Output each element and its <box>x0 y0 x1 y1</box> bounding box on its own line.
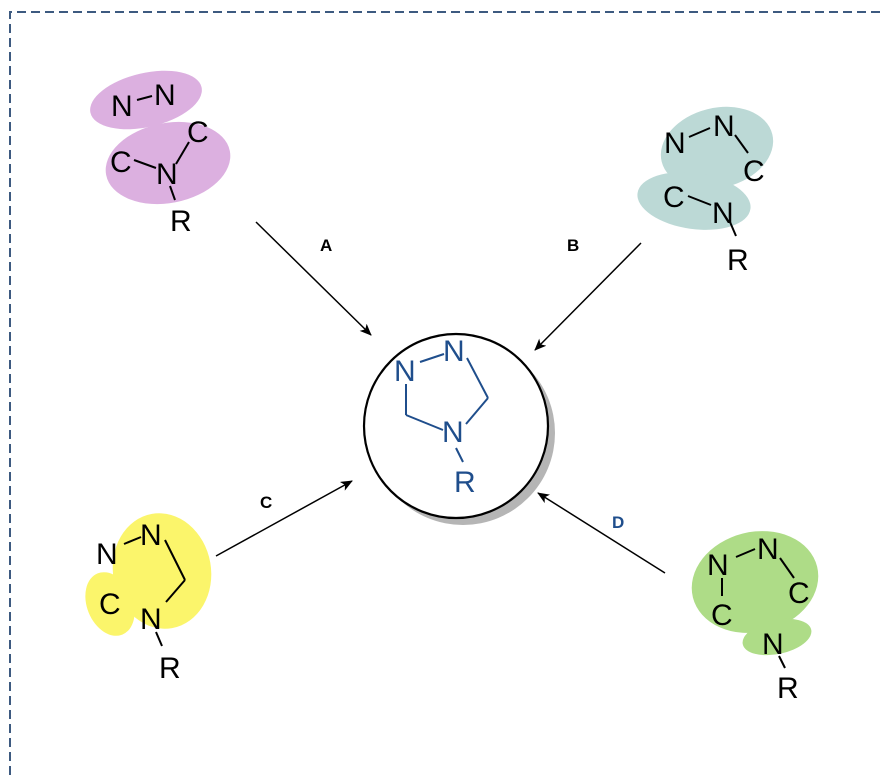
product-bond-n4-r <box>455 447 464 463</box>
product-bond-n1-n2 <box>419 353 445 363</box>
product-circle <box>362 332 550 520</box>
fragment-d-atom-n3: N <box>762 628 784 661</box>
route-label-b: B <box>567 236 579 255</box>
fragment-a-atom-r: R <box>170 205 192 238</box>
fragment-c-atom-n3: N <box>140 603 162 636</box>
fragment-d-atom-c1: C <box>711 599 733 632</box>
product-atom-n2: N <box>443 335 465 368</box>
arrow-b <box>534 242 642 351</box>
fragment-b-bond-c-n <box>687 195 712 206</box>
fragment-c-atom-n1: N <box>96 538 118 571</box>
fragment-d-atom-n2: N <box>757 533 779 566</box>
fragment-d-bond-n-r <box>778 655 786 669</box>
product-atom-r: R <box>454 466 476 499</box>
product-atom-n4: N <box>442 416 464 449</box>
fragment-b-bond-n-c <box>734 134 749 154</box>
fragment-b-blob-nnc <box>660 106 774 190</box>
fragment-c-blob-c <box>85 572 135 636</box>
fragment-c-bond-c-n <box>165 579 186 603</box>
arrow-a <box>255 221 372 336</box>
fragment-a-blob-nn <box>90 70 202 130</box>
fragment-b-bond-n-r <box>729 221 737 237</box>
route-c-fragment: N N C N R <box>85 513 212 685</box>
fragment-c-atom-n2: N <box>140 519 162 552</box>
fragment-a-bond-n-c <box>175 141 190 165</box>
route-a-fragment: N N C C N R <box>90 70 231 238</box>
product-triazole: N N N R <box>362 332 555 525</box>
fragment-d-atom-r: R <box>777 672 799 705</box>
product-bond-n4-c5 <box>405 414 444 431</box>
product-bond-n2-c3 <box>466 357 489 399</box>
arrow-c <box>215 480 353 557</box>
fragment-b-blob-cn <box>637 172 751 230</box>
fragment-d-blob-n <box>742 618 812 656</box>
fragment-a-blob-cnc <box>105 121 231 205</box>
fragment-d-bond-n-n <box>735 548 756 558</box>
fragment-a-bond-c-n <box>133 159 157 169</box>
fragment-c-atom-r: R <box>159 652 181 685</box>
route-label-d: D <box>612 513 624 532</box>
fragment-d-atom-n1: N <box>707 549 729 582</box>
fragment-a-bond-n-r <box>169 185 176 201</box>
fragment-a-atom-n1: N <box>111 90 133 123</box>
fragment-b-atom-r: R <box>727 244 749 277</box>
fragment-d-atom-c2: C <box>788 577 810 610</box>
fragment-a-bond-n-n <box>136 95 153 101</box>
fragment-d-blob-ring <box>691 531 819 633</box>
fragment-a-atom-c1: C <box>110 146 132 179</box>
fragment-c-atom-c1: C <box>99 588 121 621</box>
dashed-frame <box>9 11 880 775</box>
product-bond-c3-n4 <box>465 397 489 425</box>
fragment-c-bond-n-n <box>123 536 142 545</box>
fragment-c-blob-nnc <box>112 513 212 629</box>
fragment-d-bond-n-c <box>779 557 795 579</box>
fragment-c-bond-n-c <box>164 539 186 581</box>
arrow-d <box>537 492 666 574</box>
route-d-fragment: N N C C N R <box>691 531 819 705</box>
product-atom-n1: N <box>394 355 416 388</box>
fragment-a-atom-n2: N <box>154 79 176 112</box>
fragment-b-atom-c1: C <box>743 155 765 188</box>
fragment-a-atom-c2: C <box>187 116 209 149</box>
route-label-a: A <box>320 236 332 255</box>
fragment-b-bond-n-n <box>688 127 711 138</box>
fragment-b-atom-n2: N <box>713 110 735 143</box>
route-b-fragment: N N C C N R <box>637 106 774 277</box>
fragment-b-atom-n3: N <box>712 197 734 230</box>
fragment-a-atom-n3: N <box>156 158 178 191</box>
fragment-b-atom-n1: N <box>664 127 686 160</box>
fragment-b-atom-c2: C <box>663 181 685 214</box>
route-label-c: C <box>260 493 272 512</box>
fragment-c-bond-n-r <box>155 631 163 647</box>
